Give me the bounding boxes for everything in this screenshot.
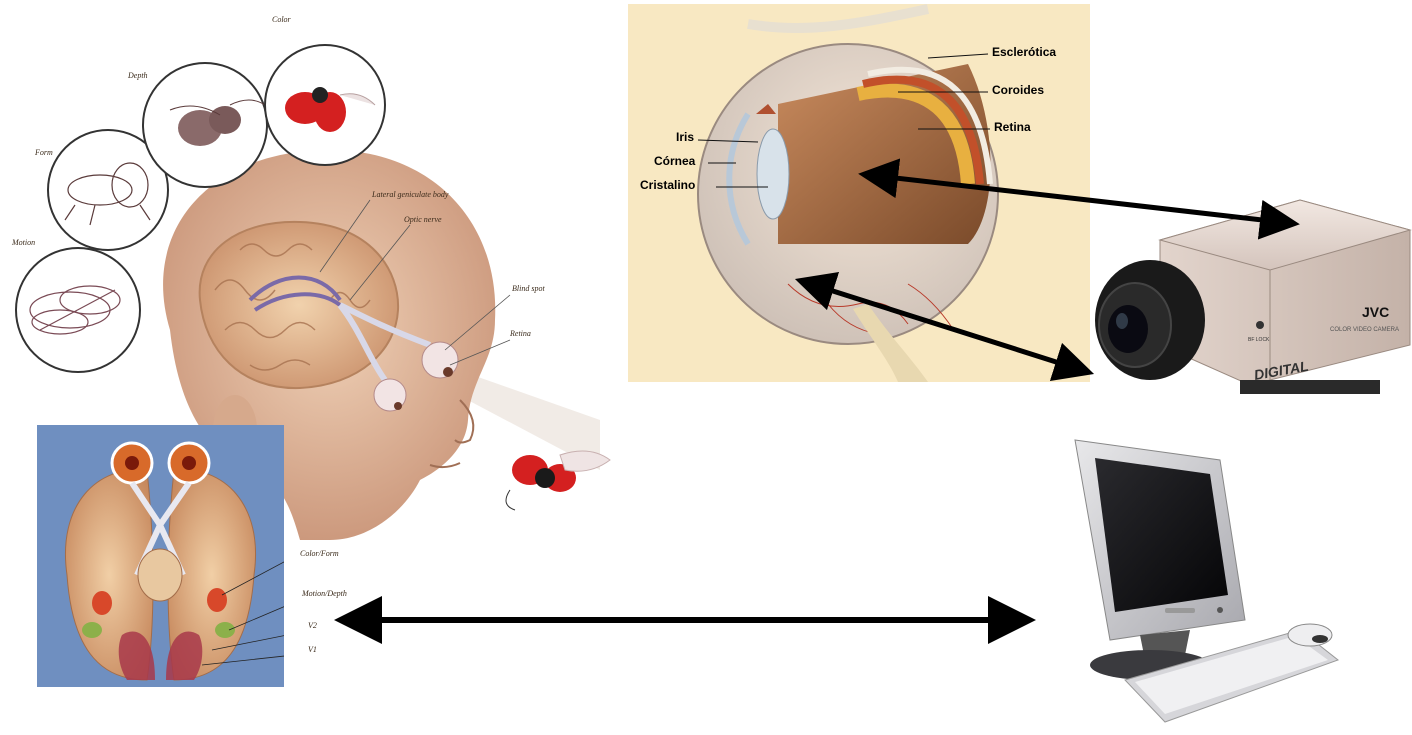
arrow-eye-to-camera-lens (814, 285, 1075, 368)
arrow-retina-to-camera-sensor (878, 176, 1280, 222)
